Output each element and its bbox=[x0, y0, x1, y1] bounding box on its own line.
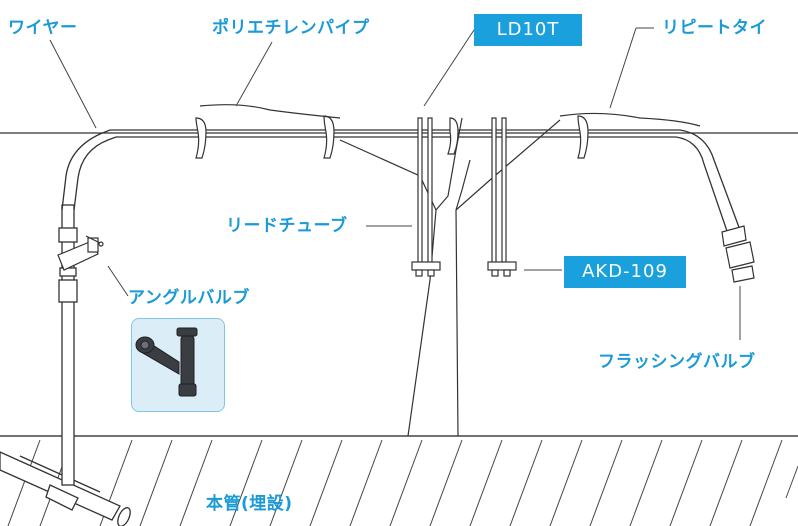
label-akd109: AKD-109 bbox=[564, 256, 686, 288]
main-pipe bbox=[0, 451, 131, 526]
label-wire: ワイヤー bbox=[8, 18, 78, 38]
poly-pipe bbox=[61, 129, 741, 235]
label-repeat-tie: リピートタイ bbox=[662, 18, 767, 38]
label-poly-pipe: ポリエチレンパイプ bbox=[212, 18, 370, 38]
angle-valve-photo-icon bbox=[135, 327, 198, 397]
riser-pipe bbox=[58, 204, 78, 486]
repeat-ties bbox=[195, 115, 589, 159]
flushing-valve-drawing bbox=[721, 225, 755, 283]
lead-tubes bbox=[411, 117, 517, 277]
ground-hatch bbox=[0, 435, 798, 526]
angle-valve-drawing bbox=[57, 235, 104, 271]
label-main-pipe: 本管(埋設) bbox=[206, 494, 293, 514]
leader-lines bbox=[49, 27, 741, 340]
label-lead-tube: リードチューブ bbox=[226, 216, 348, 236]
label-ld10t: LD10T bbox=[474, 14, 582, 46]
label-flushing-valve: フラッシングバルブ bbox=[598, 352, 756, 372]
tree bbox=[199, 104, 701, 437]
label-angle-valve: アングルバルブ bbox=[128, 288, 250, 308]
